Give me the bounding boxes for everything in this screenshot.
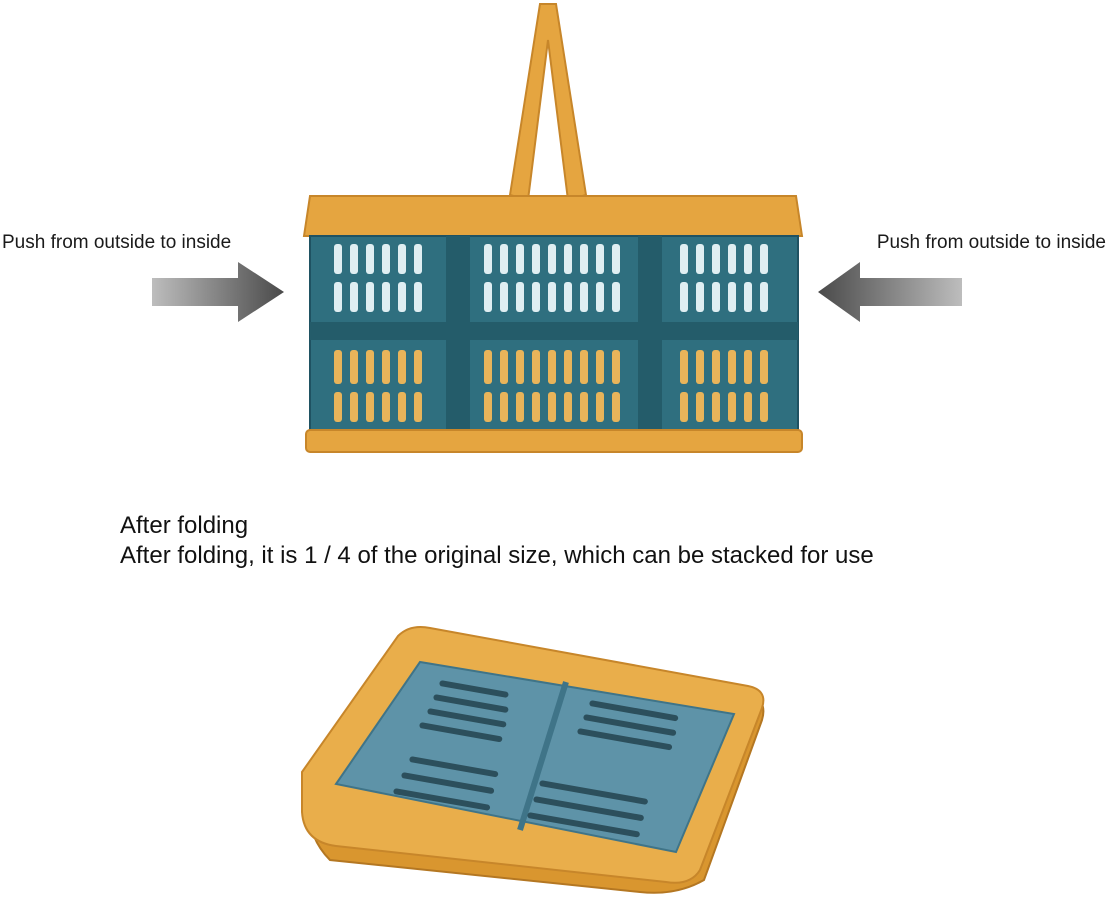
folded-basket-image bbox=[301, 626, 765, 894]
caption-title: After folding bbox=[120, 512, 249, 539]
open-basket-image bbox=[302, 3, 804, 453]
arrow-right-icon bbox=[152, 262, 284, 322]
arrow-left-icon bbox=[818, 262, 962, 322]
push-label-right: Push from outside to inside bbox=[876, 232, 1106, 253]
caption-body: After folding, it is 1 / 4 of the origin… bbox=[120, 542, 874, 569]
push-label-left: Push from outside to inside bbox=[2, 232, 232, 253]
